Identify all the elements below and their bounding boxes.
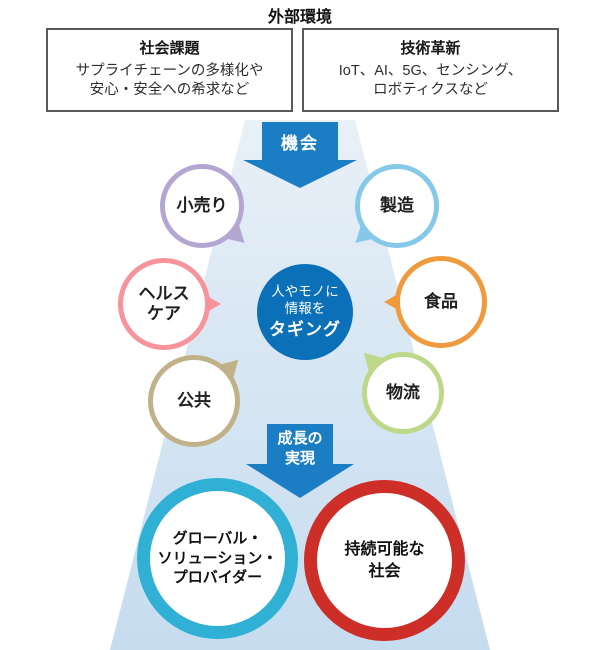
sector-label: 物流 — [386, 382, 420, 402]
page-title: 外部環境 — [267, 9, 332, 26]
env-box-title: 社会課題 — [139, 40, 200, 57]
core-circle-tagging: 人やモノに 情報を タギング — [257, 264, 353, 360]
env-box-tech-innovation: 技術革新 IoT、AI、5G、センシング、 ロボティクスなど — [302, 28, 559, 112]
sector-label: ヘルス ケア — [138, 283, 190, 323]
sector-circle-manufacturing: 製造 — [355, 164, 439, 248]
outcome-circle-global-solution-provider: グローバル・ ソリューション・ プロバイダー — [137, 478, 298, 639]
sector-label: 製造 — [380, 195, 414, 215]
arrow-label: 成長の 実現 — [277, 430, 323, 467]
arrow-label: 機会 — [281, 134, 319, 153]
outcome-label: 持続可能な 社会 — [344, 540, 425, 580]
sector-label: 公共 — [177, 390, 211, 410]
outcome-label: グローバル・ ソリューション・ プロバイダー — [157, 529, 278, 587]
sector-circle-healthcare: ヘルス ケア — [118, 258, 210, 350]
core-label: 人やモノに 情報を — [271, 283, 339, 317]
core-label-bold: タギング — [269, 320, 341, 339]
env-box-body: IoT、AI、5G、センシング、 ロボティクスなど — [338, 63, 523, 99]
sector-label: 小売り — [176, 195, 228, 215]
env-box-title: 技術革新 — [400, 40, 461, 57]
sector-circle-logistics: 物流 — [362, 352, 444, 434]
sector-circle-public: 公共 — [148, 355, 240, 447]
sector-circle-retail: 小売り — [160, 164, 244, 248]
env-box-body: サプライチェーンの多様化や 安心・安全への希求など — [75, 63, 264, 99]
env-box-social-issues: 社会課題 サプライチェーンの多様化や 安心・安全への希求など — [46, 28, 293, 112]
sector-circle-food: 食品 — [395, 256, 487, 348]
outcome-circle-sustainable-society: 持続可能な 社会 — [304, 480, 465, 641]
sector-label: 食品 — [424, 291, 458, 311]
